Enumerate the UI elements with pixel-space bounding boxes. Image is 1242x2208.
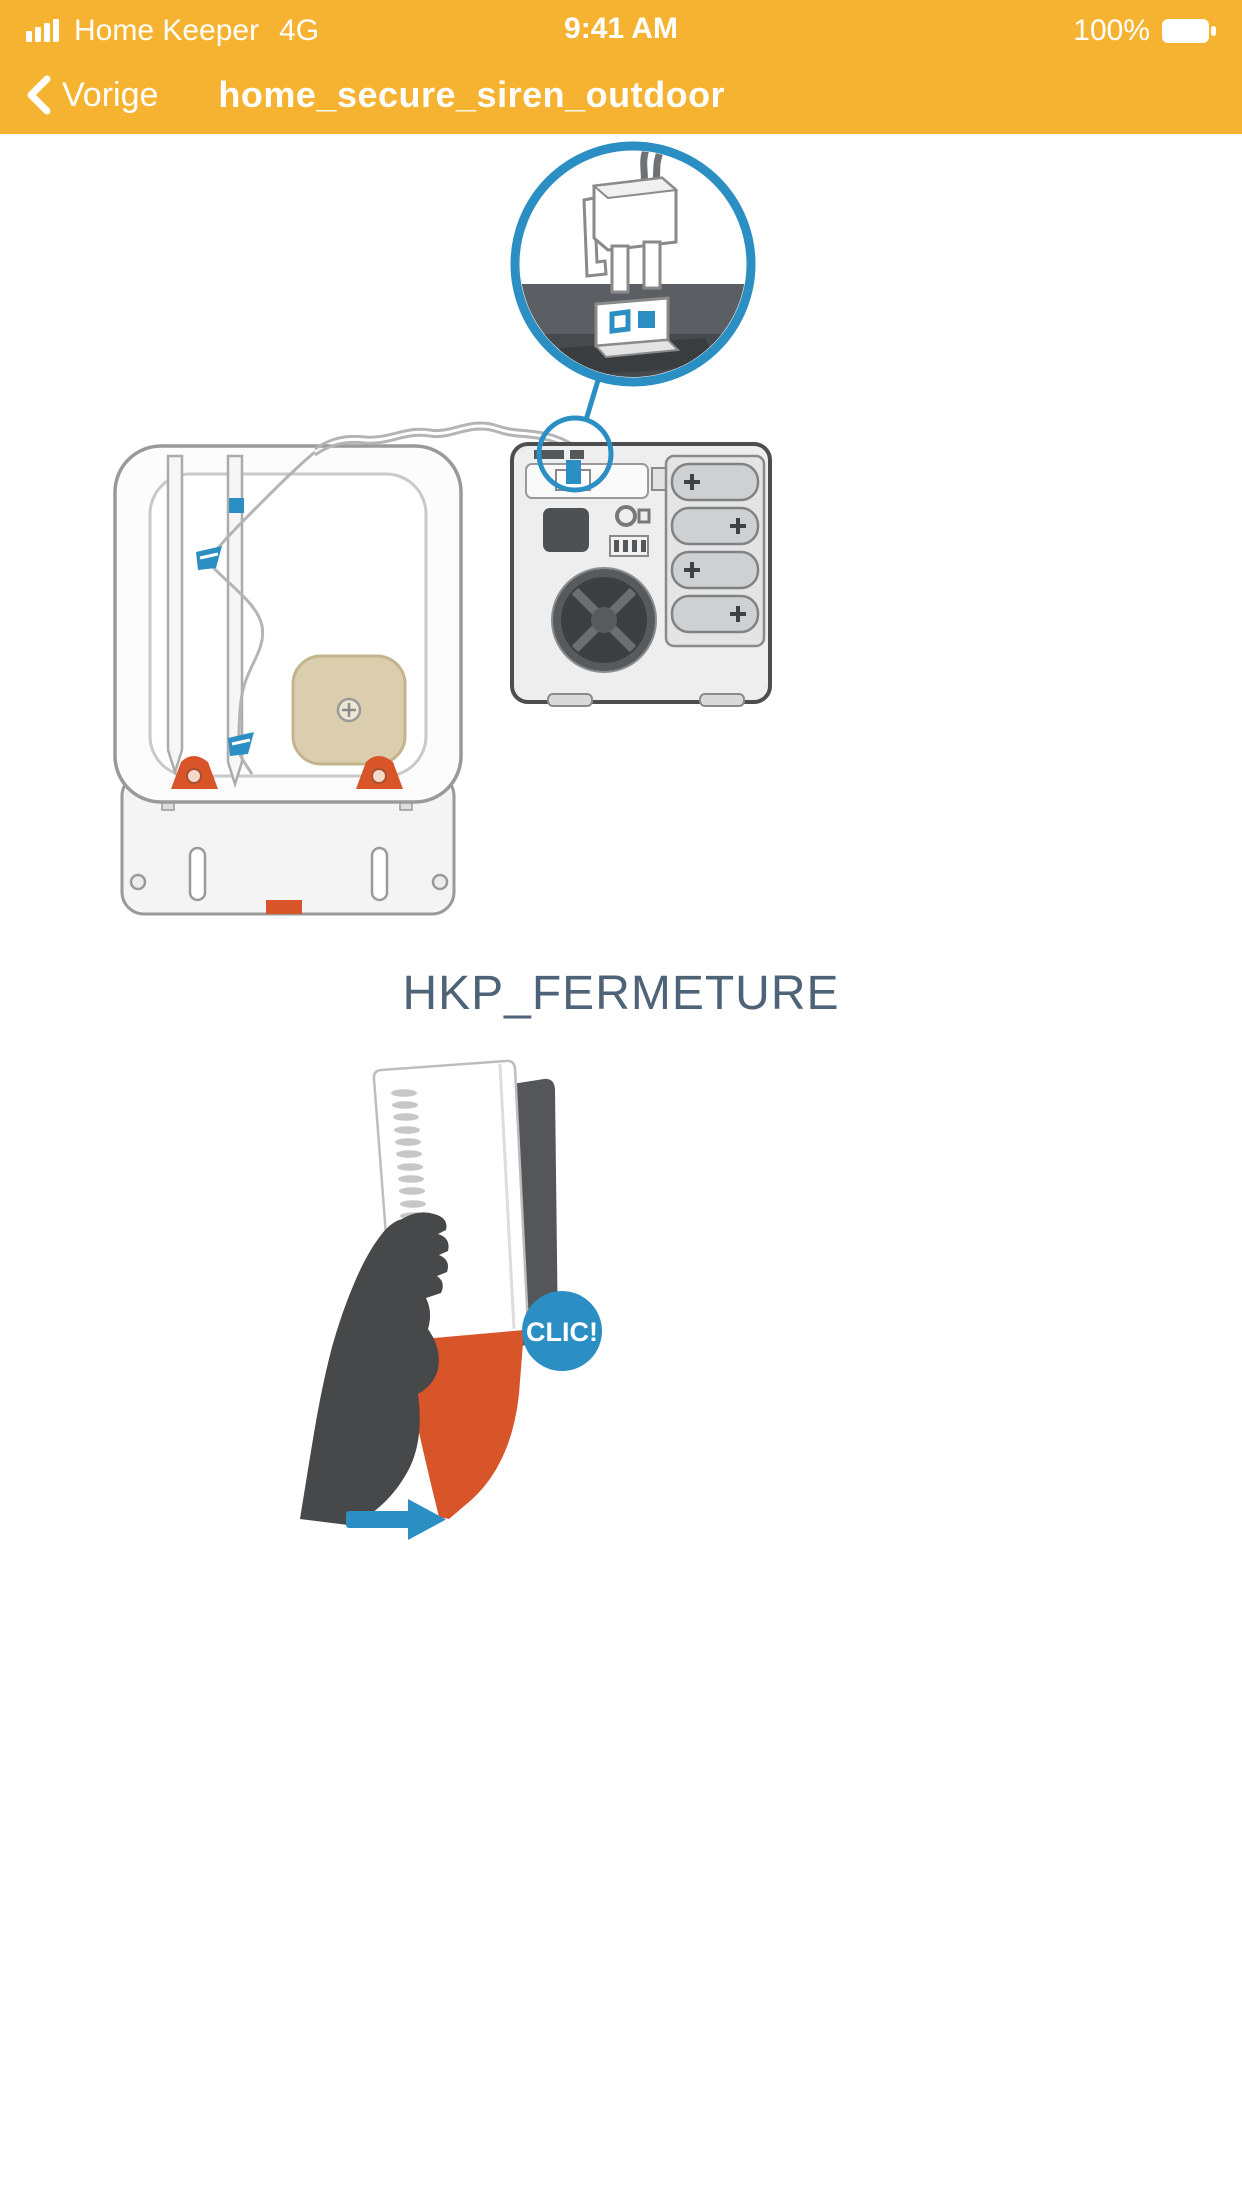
hand	[300, 1212, 449, 1525]
connector-highlight-circle	[536, 415, 614, 493]
screw	[431, 873, 449, 891]
latch-wedge	[171, 756, 403, 789]
clic-badge-label: CLIC!	[526, 1317, 598, 1347]
speaker-icon	[551, 567, 657, 673]
magnifier-detail	[510, 141, 756, 387]
connection-wire	[208, 421, 576, 775]
clock-label: 9:41 AM	[564, 12, 678, 45]
battery-full-icon	[1162, 19, 1216, 43]
connector-socket	[525, 460, 649, 499]
unit-foot	[547, 693, 593, 707]
content-area: HKP_FERMETURE	[0, 134, 1242, 1609]
status-left: Home Keeper 4G	[26, 14, 319, 48]
back-button-label: Vorige	[62, 75, 159, 114]
magnifier-pointer-line	[583, 376, 602, 421]
back-button[interactable]: Vorige	[24, 74, 158, 116]
header: Home Keeper 4G 9:41 AM 100% Vorige home_…	[0, 0, 1242, 134]
cover-edge-line	[498, 1063, 516, 1330]
battery-plus-marks	[684, 474, 746, 622]
detail-socket	[593, 296, 681, 359]
detail-connector-plug	[582, 176, 679, 294]
siren-back-cover	[113, 444, 463, 916]
magnet-icon	[615, 505, 651, 527]
unit-foot	[699, 693, 745, 707]
diagram-caption: HKP_FERMETURE	[402, 967, 840, 1020]
siren-main-unit	[510, 442, 772, 707]
closing-illustration: CLIC!	[300, 1059, 602, 1540]
status-bar: Home Keeper 4G 9:41 AM 100%	[0, 0, 1242, 56]
foam-pad	[291, 654, 407, 766]
page-title: home_secure_siren_outdoor	[218, 74, 726, 115]
cover-slot	[370, 846, 389, 902]
battery-percent-label: 100%	[1073, 14, 1150, 47]
cover-fin	[226, 454, 244, 789]
nav-bar: Vorige home_secure_siren_outdoor	[0, 56, 1242, 134]
chevron-left-icon	[27, 75, 51, 115]
module-box	[543, 508, 589, 552]
signal-bars-icon	[26, 19, 59, 42]
carrier-label: Home Keeper	[74, 14, 260, 47]
status-right: 100%	[1073, 14, 1216, 48]
installation-diagram	[113, 141, 772, 916]
cover-fin	[166, 454, 184, 777]
battery-compartment	[664, 454, 766, 648]
cover-slot	[188, 846, 207, 902]
wire-clips	[196, 498, 254, 756]
dip-switch	[609, 535, 649, 557]
clic-badge: CLIC!	[522, 1291, 602, 1371]
network-label: 4G	[279, 14, 320, 47]
screw	[129, 873, 147, 891]
tamper-tab	[266, 900, 302, 914]
direction-arrow-icon	[346, 1499, 446, 1540]
